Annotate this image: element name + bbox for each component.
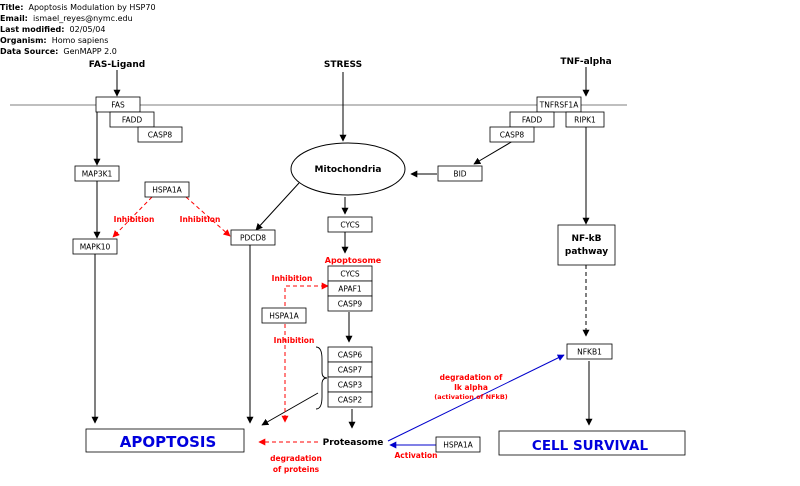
gene-pdcd8-label: PDCD8 bbox=[240, 234, 266, 243]
gene-nfkb1-label: NFKB1 bbox=[577, 348, 602, 357]
gene-ripk1-label: RIPK1 bbox=[574, 116, 596, 125]
gene-cycs-label: CYCS bbox=[340, 270, 360, 279]
gene-casp3-label: CASP3 bbox=[338, 381, 363, 390]
degradation-proteins-line1: degradation bbox=[270, 454, 322, 463]
gene-casp8-right-box bbox=[489, 126, 535, 143]
red-annotations: Inhibition Inhibition Inhibition Inhibit… bbox=[114, 215, 508, 474]
gene-casp2-label: CASP2 bbox=[338, 396, 363, 405]
nfkb-pathway-label-line1: NF-kB bbox=[572, 234, 602, 244]
gene-nfkb1-box bbox=[566, 343, 613, 360]
gene-map3k1-label: MAP3K1 bbox=[82, 170, 113, 179]
gene-map3k1-box bbox=[74, 165, 120, 182]
arrow-caspases-apoptosis bbox=[261, 392, 319, 426]
activation-label: Activation bbox=[394, 451, 437, 460]
gene-hspa1a-mid-box bbox=[261, 307, 307, 324]
apoptosome-label: Apoptosome bbox=[325, 256, 382, 265]
gene-bid-box bbox=[437, 165, 483, 182]
apoptosis-label: APOPTOSIS bbox=[120, 433, 217, 451]
degradation-proteins-line2: of proteins bbox=[273, 465, 320, 474]
fas-ligand-label: FAS-Ligand bbox=[89, 60, 145, 70]
gene-casp8-left-label: CASP8 bbox=[148, 131, 173, 140]
cell-survival-label: CELL SURVIVAL bbox=[532, 438, 649, 454]
meta-email: Email: ismael_reyes@nymc.edu bbox=[0, 14, 133, 23]
gene-hspa1a-bottom-box bbox=[435, 436, 481, 453]
caspase-brace bbox=[315, 346, 328, 410]
arrow-casp8-bid bbox=[473, 140, 514, 165]
inhibition-arrows bbox=[112, 196, 329, 446]
gene-cycs-top-box bbox=[327, 216, 373, 233]
inhibit-hspa1a-apaf1 bbox=[284, 282, 329, 306]
gene-fadd-left-box bbox=[109, 111, 155, 128]
gene-boxes bbox=[72, 96, 686, 456]
black-arrows bbox=[91, 67, 593, 429]
arrow-mito-pdcd8 bbox=[255, 182, 300, 231]
gene-ripk1-box bbox=[565, 111, 605, 128]
meta-organism: Organism: Homo sapiens bbox=[0, 36, 109, 45]
gene-casp8-right-label: CASP8 bbox=[500, 131, 525, 140]
inhibit-hspa1a-mapk10 bbox=[112, 196, 153, 238]
meta-last-modified: Last modified: 02/05/04 bbox=[0, 25, 106, 34]
gene-tnfrsf1a-box bbox=[536, 96, 582, 113]
degradation-ik-line2: Ik alpha bbox=[454, 383, 488, 392]
gene-casp9-label: CASP9 bbox=[338, 300, 363, 309]
stress-label: STRESS bbox=[324, 60, 362, 70]
gene-hspa1a-top-box bbox=[144, 181, 190, 198]
inhibit-hspa1a-pdcd8 bbox=[185, 196, 231, 237]
gene-casp9-box bbox=[327, 295, 373, 312]
mitochondria-label: Mitochondria bbox=[315, 165, 382, 175]
mitochondria-node bbox=[290, 142, 406, 196]
activate-proteasome-nfkb1 bbox=[387, 354, 565, 442]
inhibition-right-label: Inhibition bbox=[180, 215, 221, 224]
gene-hspa1a-top-label: HSPA1A bbox=[152, 186, 182, 195]
gene-casp6-label: CASP6 bbox=[338, 351, 363, 360]
meta-data-source: Data Source: GenMAPP 2.0 bbox=[0, 47, 117, 56]
inhibition-apaf-label: Inhibition bbox=[272, 274, 313, 283]
gene-cycs-top-label: CYCS bbox=[340, 221, 360, 230]
nfkb-pathway-label-line2: pathway bbox=[565, 247, 608, 257]
proteasome-label: Proteasome bbox=[323, 438, 384, 448]
gene-casp2-box bbox=[327, 391, 373, 408]
gene-mapk10-box bbox=[72, 238, 118, 255]
gene-fadd-right-label: FADD bbox=[522, 116, 543, 125]
gene-hspa1a-mid-label: HSPA1A bbox=[269, 312, 299, 321]
gene-fadd-left-label: FADD bbox=[122, 116, 143, 125]
inhibition-casp-label: Inhibition bbox=[274, 336, 315, 345]
gene-pdcd8-box bbox=[230, 229, 276, 246]
apoptosis-box bbox=[85, 428, 245, 453]
cell-survival-box bbox=[498, 430, 686, 456]
gene-fas-label: FAS bbox=[111, 101, 125, 110]
gene-bid-label: BID bbox=[453, 170, 466, 179]
gene-hspa1a-bottom-label: HSPA1A bbox=[443, 441, 473, 450]
gene-labels: FAS FADD CASP8 TNFRSF1A FADD RIPK1 CASP8… bbox=[80, 101, 602, 450]
gene-casp8-left-box bbox=[137, 126, 183, 143]
gene-casp7-label: CASP7 bbox=[338, 366, 363, 375]
meta-title: Title: Apoptosis Modulation by HSP70 bbox=[0, 3, 156, 12]
inhibition-left-label: Inhibition bbox=[114, 215, 155, 224]
activation-arrows bbox=[387, 354, 565, 449]
gene-mapk10-label: MAPK10 bbox=[80, 243, 111, 252]
degradation-ik-line3: (activation of NFkB) bbox=[434, 393, 508, 401]
gene-apaf1-label: APAF1 bbox=[338, 285, 362, 294]
nfkb-pathway-box bbox=[557, 224, 616, 266]
degradation-ik-line1: degradation of bbox=[440, 373, 503, 382]
gene-tnfrsf1a-label: TNFRSF1A bbox=[539, 101, 580, 110]
tnf-alpha-label: TNF-alpha bbox=[560, 57, 611, 67]
